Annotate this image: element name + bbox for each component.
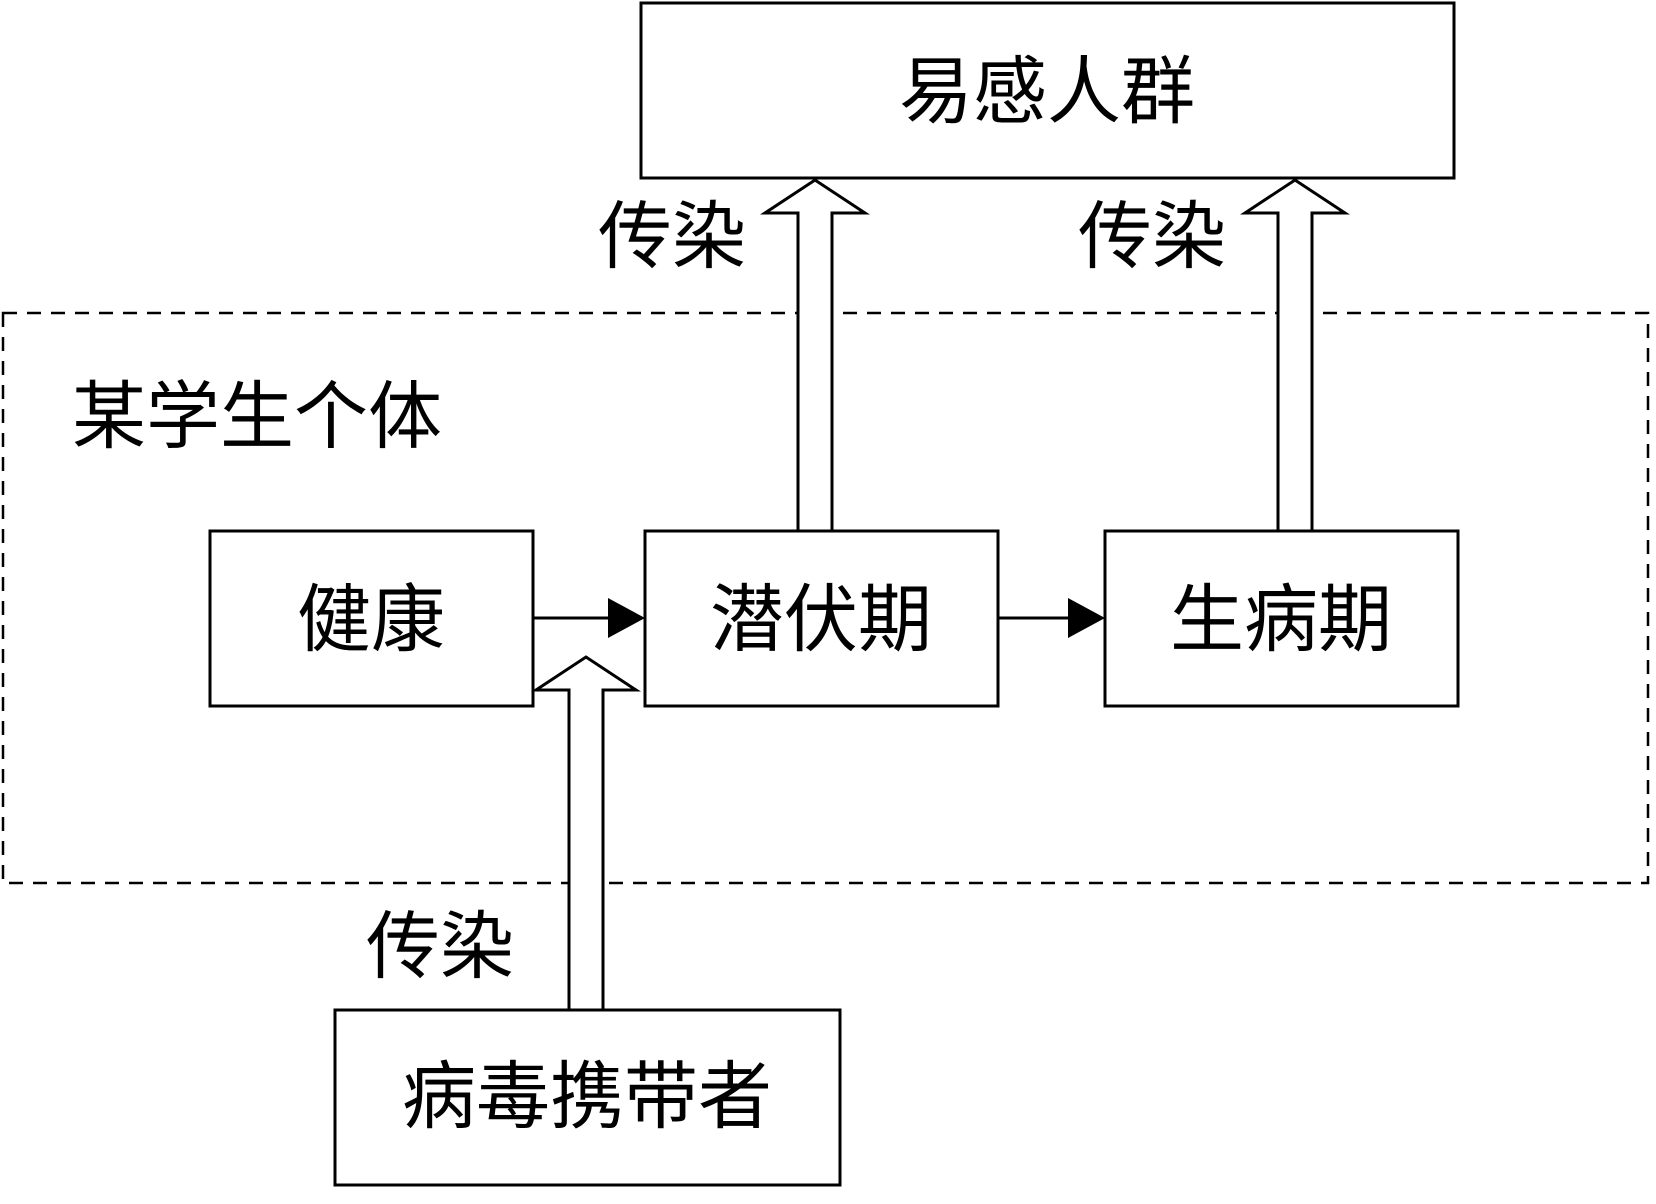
susceptible-population-label: 易感人群 [899,49,1195,135]
incubation-label: 潜伏期 [710,577,932,663]
healthy-box [208,529,535,708]
infect-label-carrier: 传染 [366,904,514,990]
healthy-to-incubation-arrowhead [608,598,645,638]
virus-carrier-box [333,1008,842,1187]
infection-arrow-carrier-to-incubation [531,655,641,1012]
infection-arrow-illness-to-susceptible [1240,178,1350,533]
illness-label: 生病期 [1170,577,1392,663]
susceptible-population-box [639,1,1456,180]
virus-carrier-label: 病毒携带者 [402,1054,772,1140]
student-individual-label: 某学生个体 [72,374,442,460]
infect-label-incubation: 传染 [598,194,746,280]
healthy-label: 健康 [297,577,445,663]
infection-arrow-incubation-to-susceptible [760,178,870,533]
infect-label-illness: 传染 [1078,194,1226,280]
illness-box [1103,529,1460,708]
incubation-to-illness-arrowhead [1068,598,1105,638]
